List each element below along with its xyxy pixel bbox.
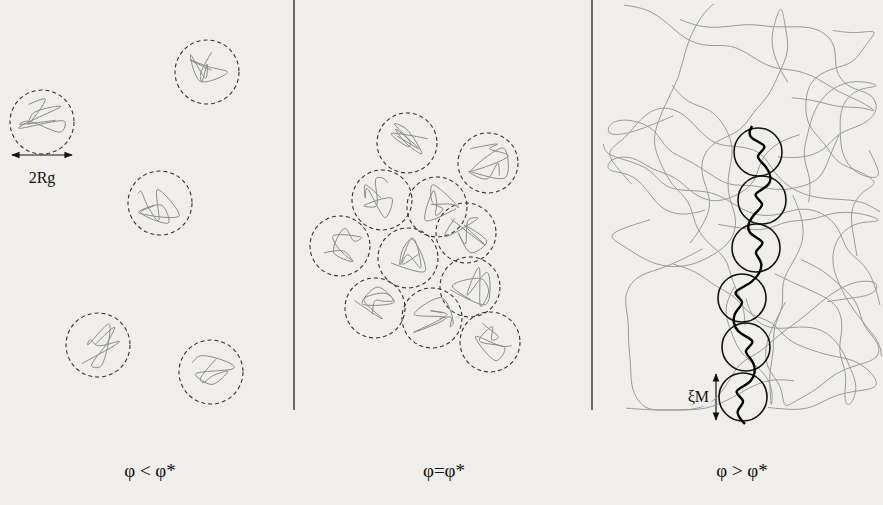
regime-label: φ=φ*: [421, 461, 467, 482]
polymer-coil: [414, 298, 454, 333]
coil-boundary: [66, 313, 130, 377]
polymer-coil: [82, 324, 120, 368]
mesh-strand: [603, 144, 880, 305]
coil-boundary: [407, 177, 467, 237]
mesh-strand: [654, 4, 745, 326]
coil-boundary: [402, 288, 462, 348]
panel-divider: [591, 0, 592, 410]
mesh-strand: [680, 20, 876, 158]
polymer-coil: [354, 287, 394, 319]
coil-boundary: [377, 113, 437, 173]
polymer-coil: [324, 228, 362, 261]
coil-boundary: [460, 312, 520, 372]
overlap-coils: [310, 113, 520, 372]
mesh-strand: [804, 82, 878, 203]
polymer-coil: [364, 177, 393, 217]
coil-boundary: [310, 216, 370, 276]
correlation-blob: [734, 128, 782, 176]
correlation-blob: [718, 274, 766, 322]
coil-boundary: [179, 340, 243, 404]
polymer-coil: [450, 268, 490, 307]
correlation-blob: [738, 176, 786, 224]
tagged-chain: [734, 126, 771, 424]
regime-label: φ < φ*: [122, 461, 178, 482]
mesh-strand: [746, 274, 856, 405]
panel-divider: [293, 0, 294, 410]
polymer-coil: [190, 52, 228, 82]
polymer-coil: [444, 218, 486, 253]
coil-boundary: [352, 170, 412, 230]
mesh-strand: [690, 9, 788, 243]
polymer-coil: [425, 185, 459, 221]
dimension-label: ξM: [686, 388, 711, 406]
mesh-strand: [626, 249, 794, 410]
dilute-coils: [10, 40, 243, 404]
polymer-coil: [192, 356, 234, 385]
dimension-label: 2Rg: [27, 169, 58, 187]
regime-label: φ > φ*: [714, 461, 770, 482]
coil-boundary: [436, 203, 496, 263]
coil-boundary: [458, 133, 518, 193]
coil-boundary: [10, 90, 74, 154]
polymer-coil: [391, 238, 425, 272]
coil-boundary: [345, 278, 405, 338]
coil-boundary: [175, 40, 239, 104]
polymer-coil: [475, 323, 511, 361]
polymer-coil: [18, 99, 65, 132]
polymer-coil: [138, 189, 179, 223]
coil-boundary: [378, 228, 438, 288]
blob-chain: [718, 126, 786, 424]
coil-boundary: [128, 171, 192, 235]
mesh-strand: [766, 260, 879, 406]
semidilute-mesh: [603, 4, 881, 410]
dimension-arrow: [12, 154, 72, 155]
mesh-strand: [624, 5, 874, 110]
polymer-coil: [391, 124, 428, 154]
mesh-strand: [673, 264, 876, 409]
polymer-coil: [469, 144, 509, 179]
correlation-blob: [719, 373, 767, 421]
correlation-blob: [722, 323, 770, 371]
correlation-blob: [732, 224, 780, 272]
